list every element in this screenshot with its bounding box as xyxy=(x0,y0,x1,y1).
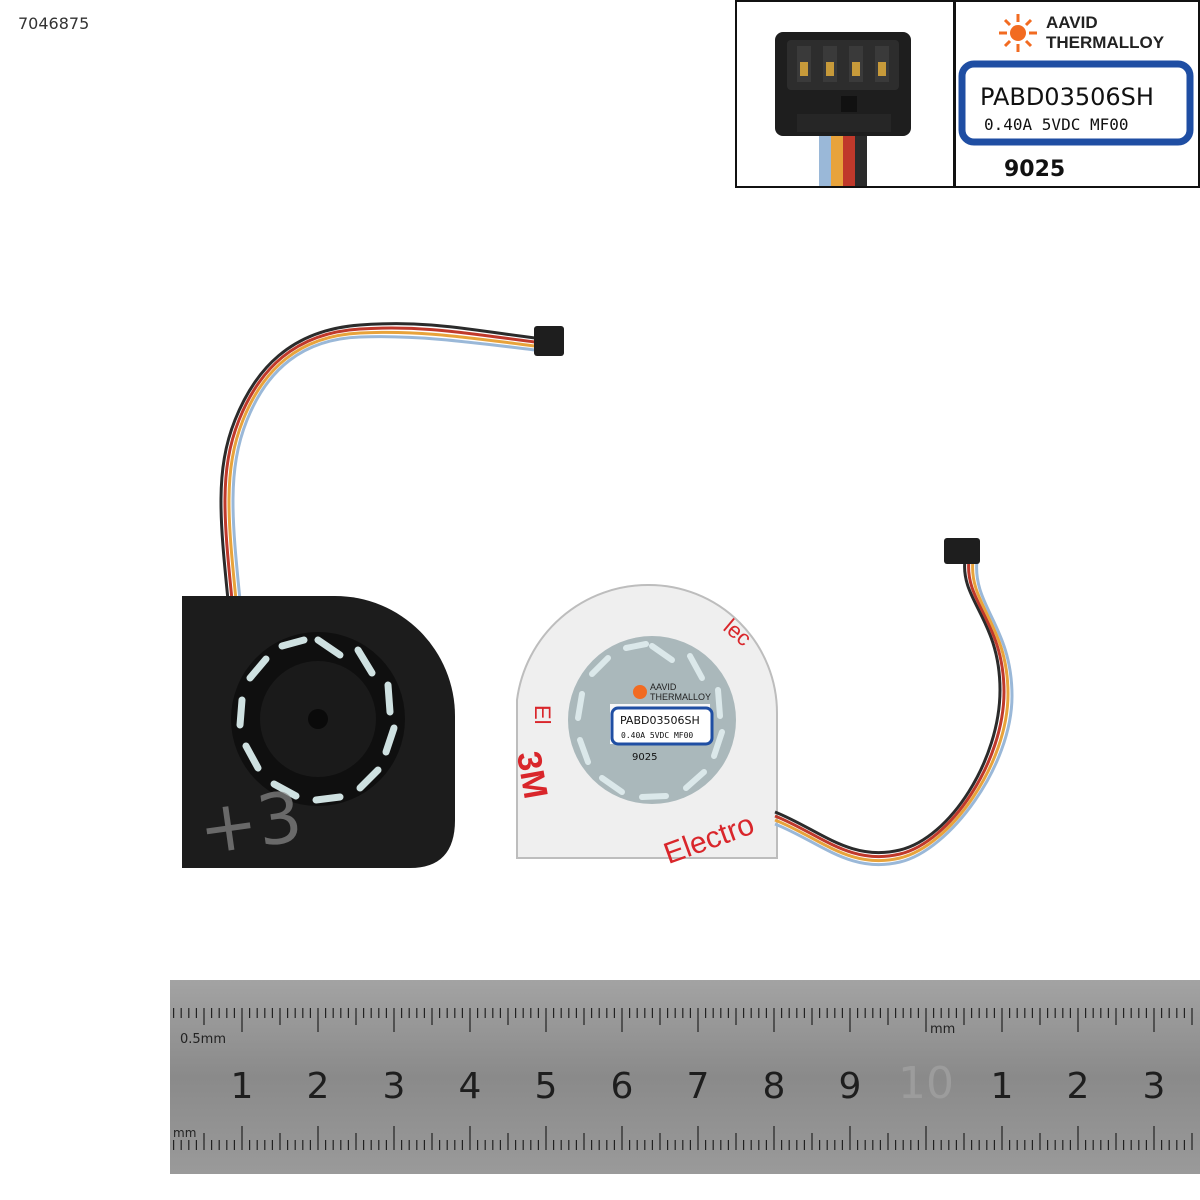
sticker-text-el: El xyxy=(530,705,555,725)
ruler-numbers: 1 2 3 4 5 6 7 8 9 10 1 2 3 xyxy=(231,1058,1166,1109)
left-fan-cable xyxy=(219,322,536,601)
ruler-unit-bottom-left: mm xyxy=(173,1126,196,1140)
ruler-number: 3 xyxy=(383,1066,406,1107)
right-fan-specs: 0.40A 5VDC MF00 xyxy=(621,731,693,740)
model-label-frame xyxy=(958,60,1194,146)
ruler-number: 7 xyxy=(687,1066,710,1107)
ruler-number: 4 xyxy=(459,1066,482,1107)
right-fan-aavid-logo-icon xyxy=(633,685,647,699)
handwritten-mark: +3 xyxy=(193,775,307,871)
ruler-number: 8 xyxy=(763,1066,786,1107)
left-fan-blades xyxy=(236,636,398,804)
right-fan-model: PABD03506SH xyxy=(620,714,700,727)
left-fan-connector xyxy=(534,326,564,356)
right-fan-blades xyxy=(575,641,725,800)
ruler-ticks xyxy=(173,1008,1193,1150)
ruler-unit-top-left: 0.5mm xyxy=(180,1032,226,1047)
ruler-number: 1 xyxy=(231,1066,254,1107)
model-specs: 0.40A 5VDC MF00 xyxy=(984,115,1129,134)
connector-wires xyxy=(819,132,867,186)
batch-code: 9025 xyxy=(1004,157,1065,182)
ruler-number: 2 xyxy=(307,1066,330,1107)
left-fan: +3 xyxy=(182,596,455,871)
right-fan-cable xyxy=(774,559,1014,867)
ruler-number: 2 xyxy=(1067,1066,1090,1107)
brand-line2: THERMALLOY xyxy=(1046,33,1165,52)
label-closeup-image: AAVID THERMALLOY PABD03506SH 0.40A 5VDC … xyxy=(956,2,1198,186)
ruler-unit-top: mm xyxy=(930,1022,955,1037)
sticker-3m-logo: 3M xyxy=(509,749,555,802)
ruler-number: 6 xyxy=(611,1066,634,1107)
right-fan-brand-line2: THERMALLOY xyxy=(650,692,711,702)
fan-product-photo: +3 AAVID THERMALLOY PABD03506SH 0.40A 5V… xyxy=(182,322,1014,871)
connector-housing xyxy=(775,32,911,136)
ruler-number: 5 xyxy=(535,1066,558,1107)
label-closeup-inset: AAVID THERMALLOY PABD03506SH 0.40A 5VDC … xyxy=(954,0,1200,188)
right-fan-label-frame xyxy=(610,706,714,746)
ruler-number: 9 xyxy=(839,1066,862,1107)
right-fan-connector xyxy=(944,538,980,564)
ruler-number: 3 xyxy=(1143,1066,1166,1107)
aavid-logo-icon xyxy=(999,14,1037,52)
product-sku-code: 7046875 xyxy=(18,14,90,33)
connector-closeup-image xyxy=(737,2,953,186)
brand-line1: AAVID xyxy=(1046,13,1098,32)
model-number: PABD03506SH xyxy=(980,83,1154,111)
ruler-body xyxy=(170,980,1200,1174)
right-fan-code: 9025 xyxy=(632,752,657,763)
ruler-number: 1 xyxy=(991,1066,1014,1107)
ruler-number: 10 xyxy=(898,1058,954,1109)
right-fan-brand-line1: AAVID xyxy=(650,682,677,692)
